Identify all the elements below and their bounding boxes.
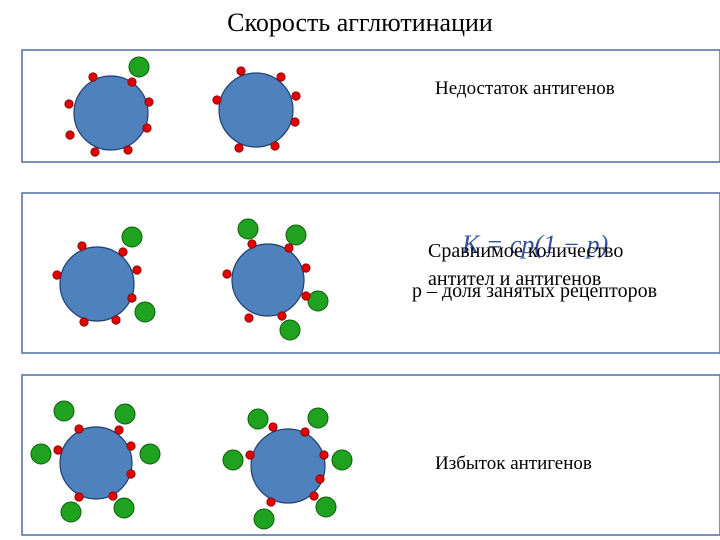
cell-circle	[218, 72, 294, 148]
panel-frame-3	[21, 374, 720, 536]
receptor-dot	[132, 265, 142, 275]
antigen-circle	[113, 497, 135, 519]
receptor-dot	[270, 141, 280, 151]
antigen-circle	[121, 226, 143, 248]
antigen-circle	[315, 496, 337, 518]
panel-label-comparable-line2: антител и антигенов	[428, 268, 602, 290]
receptor-dot	[108, 491, 118, 501]
antigen-circle	[237, 218, 259, 240]
cell-circle	[231, 243, 305, 317]
cell-group	[64, 56, 154, 157]
receptor-dot	[126, 441, 136, 451]
receptor-dot	[212, 95, 222, 105]
antigen-circle	[134, 301, 156, 323]
receptor-dot	[284, 243, 294, 253]
antigen-circle	[285, 224, 307, 246]
antigen-circle	[307, 290, 329, 312]
antigen-circle	[222, 449, 244, 471]
antigen-circle	[139, 443, 161, 465]
receptor-dot	[277, 311, 287, 321]
antigen-circle	[247, 408, 269, 430]
receptor-dot	[266, 497, 276, 507]
cell-circle	[250, 428, 326, 504]
antigen-circle	[53, 400, 75, 422]
cell-group	[30, 400, 161, 523]
receptor-dot	[244, 313, 254, 323]
panel-frame-2	[21, 192, 720, 354]
antigen-circle	[128, 56, 150, 78]
receptor-dot	[65, 130, 75, 140]
receptor-dot	[319, 450, 329, 460]
receptor-dot	[268, 422, 278, 432]
receptor-dot	[301, 291, 311, 301]
cell-circle	[59, 426, 133, 500]
receptor-dot	[236, 66, 246, 76]
receptor-dot	[309, 491, 319, 501]
panel-label-excess: Избыток антигенов	[435, 453, 592, 474]
receptor-dot	[77, 241, 87, 251]
cell-circle	[59, 246, 135, 322]
receptor-dot	[118, 247, 128, 257]
panel-frame-1	[21, 49, 720, 163]
receptor-dot	[291, 91, 301, 101]
antigen-circle	[307, 407, 329, 429]
formula-note: p – доля занятых рецепторов	[412, 280, 658, 302]
receptor-dot	[114, 425, 124, 435]
page-title: Скорость агглютинации	[227, 8, 493, 37]
receptor-dot	[301, 263, 311, 273]
antigen-circle	[114, 403, 136, 425]
cell-group	[222, 218, 329, 341]
receptor-dot	[127, 77, 137, 87]
receptor-dot	[90, 147, 100, 157]
receptor-dot	[123, 145, 133, 155]
antigen-circle	[30, 443, 52, 465]
panel-label-deficit: Недостаток антигенов	[435, 78, 615, 99]
antigen-circle	[60, 501, 82, 523]
receptor-dot	[88, 72, 98, 82]
antigen-circle	[279, 319, 301, 341]
receptor-dot	[127, 293, 137, 303]
receptor-dot	[74, 492, 84, 502]
receptor-dot	[53, 445, 63, 455]
agglutination-formula: K = cp(1 − p)	[462, 230, 609, 259]
receptor-dot	[142, 123, 152, 133]
receptor-dot	[126, 469, 136, 479]
receptor-dot	[64, 99, 74, 109]
cell-circle	[73, 75, 149, 151]
panel-label-comparable-line1: Сравнимое количество	[428, 240, 624, 262]
receptor-dot	[245, 450, 255, 460]
receptor-dot	[247, 239, 257, 249]
receptor-dot	[144, 97, 154, 107]
antigen-circle	[331, 449, 353, 471]
receptor-dot	[290, 117, 300, 127]
receptor-dot	[111, 315, 121, 325]
receptor-dot	[300, 427, 310, 437]
receptor-dot	[222, 269, 232, 279]
receptor-dot	[234, 143, 244, 153]
receptor-dot	[74, 424, 84, 434]
receptor-dot	[79, 317, 89, 327]
cell-group	[222, 407, 353, 530]
cell-group	[52, 226, 156, 327]
receptor-dot	[276, 72, 286, 82]
cell-group	[212, 66, 301, 153]
receptor-dot	[315, 474, 325, 484]
antigen-circle	[253, 508, 275, 530]
receptor-dot	[52, 270, 62, 280]
